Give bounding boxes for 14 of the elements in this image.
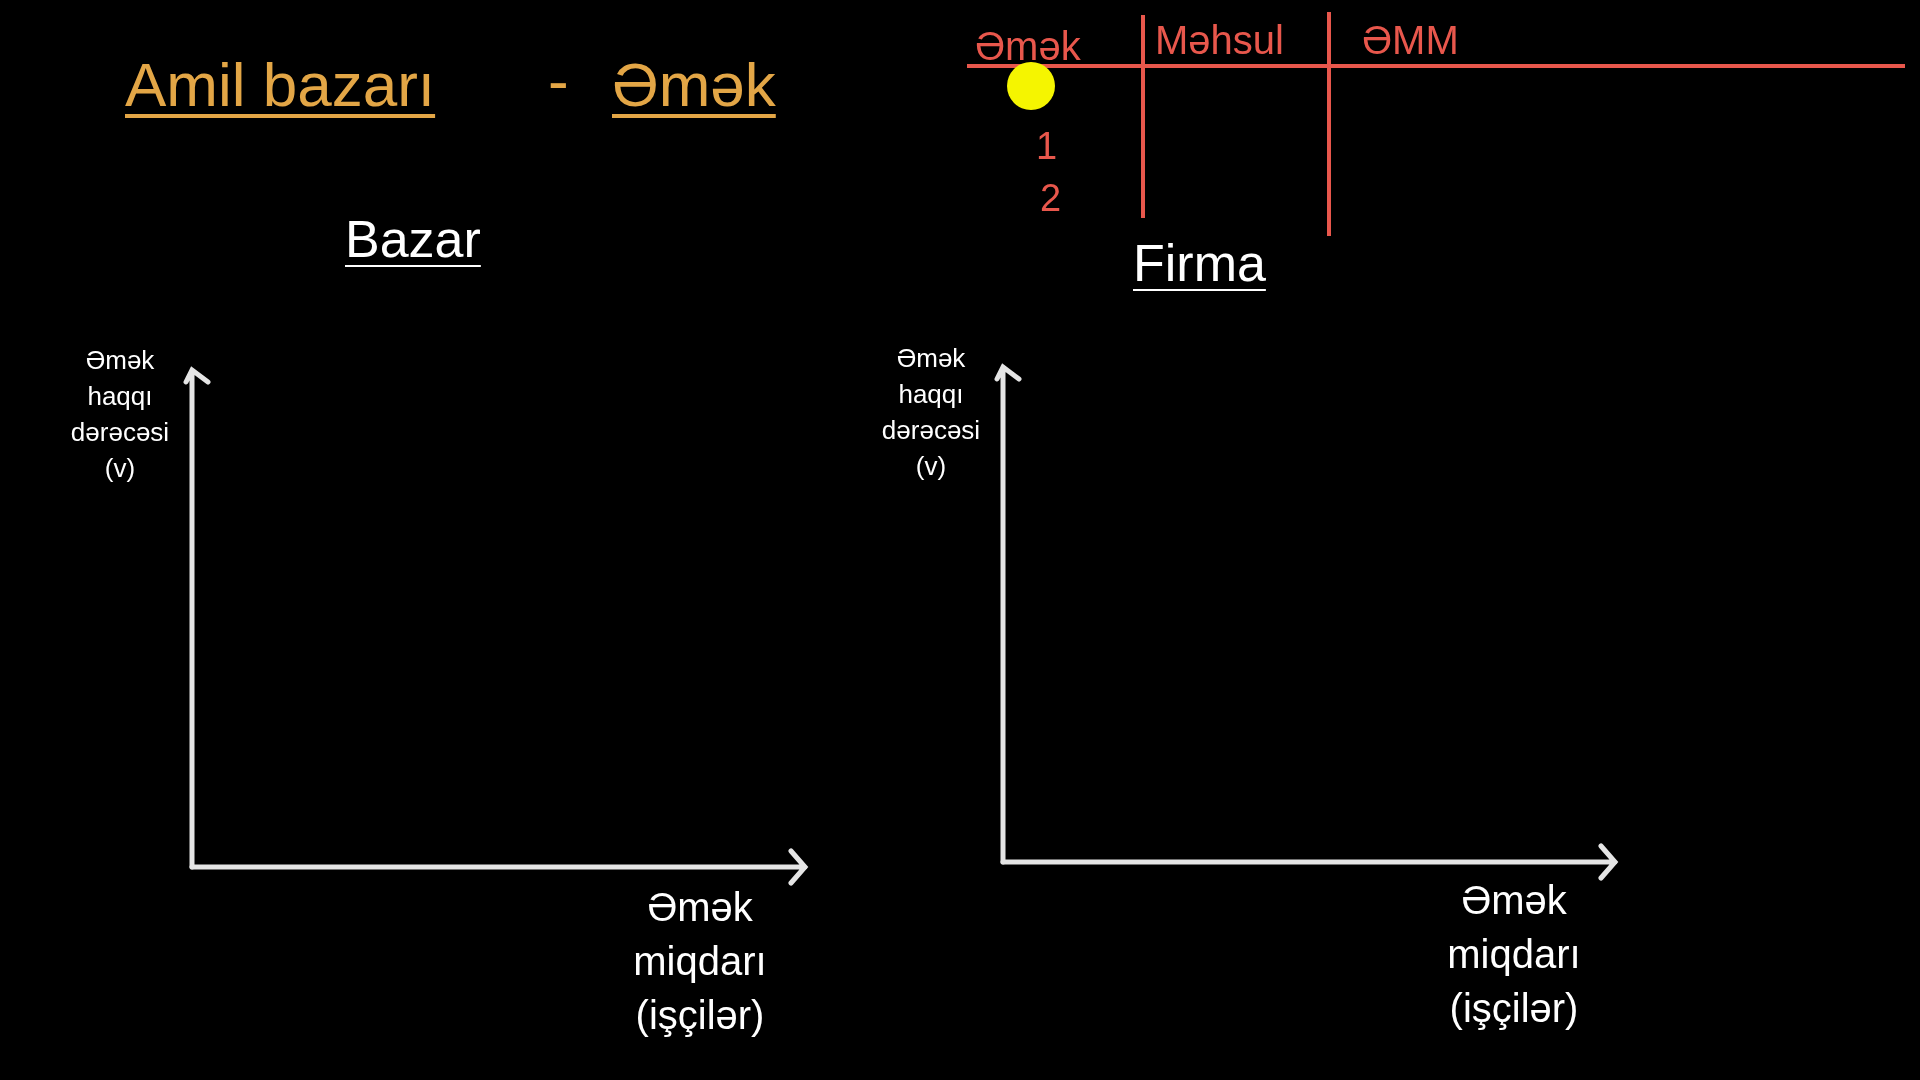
title-dash: - [548, 45, 569, 117]
axis-label: Əmək haqqı dərəcəsi (v) [880, 342, 982, 483]
table-cell-text: 1 [1036, 124, 1058, 169]
chart-heading: Firma [1133, 233, 1266, 294]
axis-label: Əmək miqdarı (işçilər) [1446, 877, 1582, 1032]
table-header: Məhsul [1155, 17, 1284, 64]
axis-label: Əmək haqqı dərəcəsi (v) [69, 344, 171, 485]
title-text: Əmək [612, 49, 776, 121]
title-text: Amil bazarı [125, 49, 436, 121]
axis-label: Əmək miqdarı (işçilər) [632, 884, 768, 1039]
table-header: ƏMM [1362, 17, 1459, 64]
table-header: Əmək [975, 23, 1081, 70]
table-cell-text: 2 [1040, 176, 1062, 221]
chart-heading: Bazar [345, 209, 481, 270]
